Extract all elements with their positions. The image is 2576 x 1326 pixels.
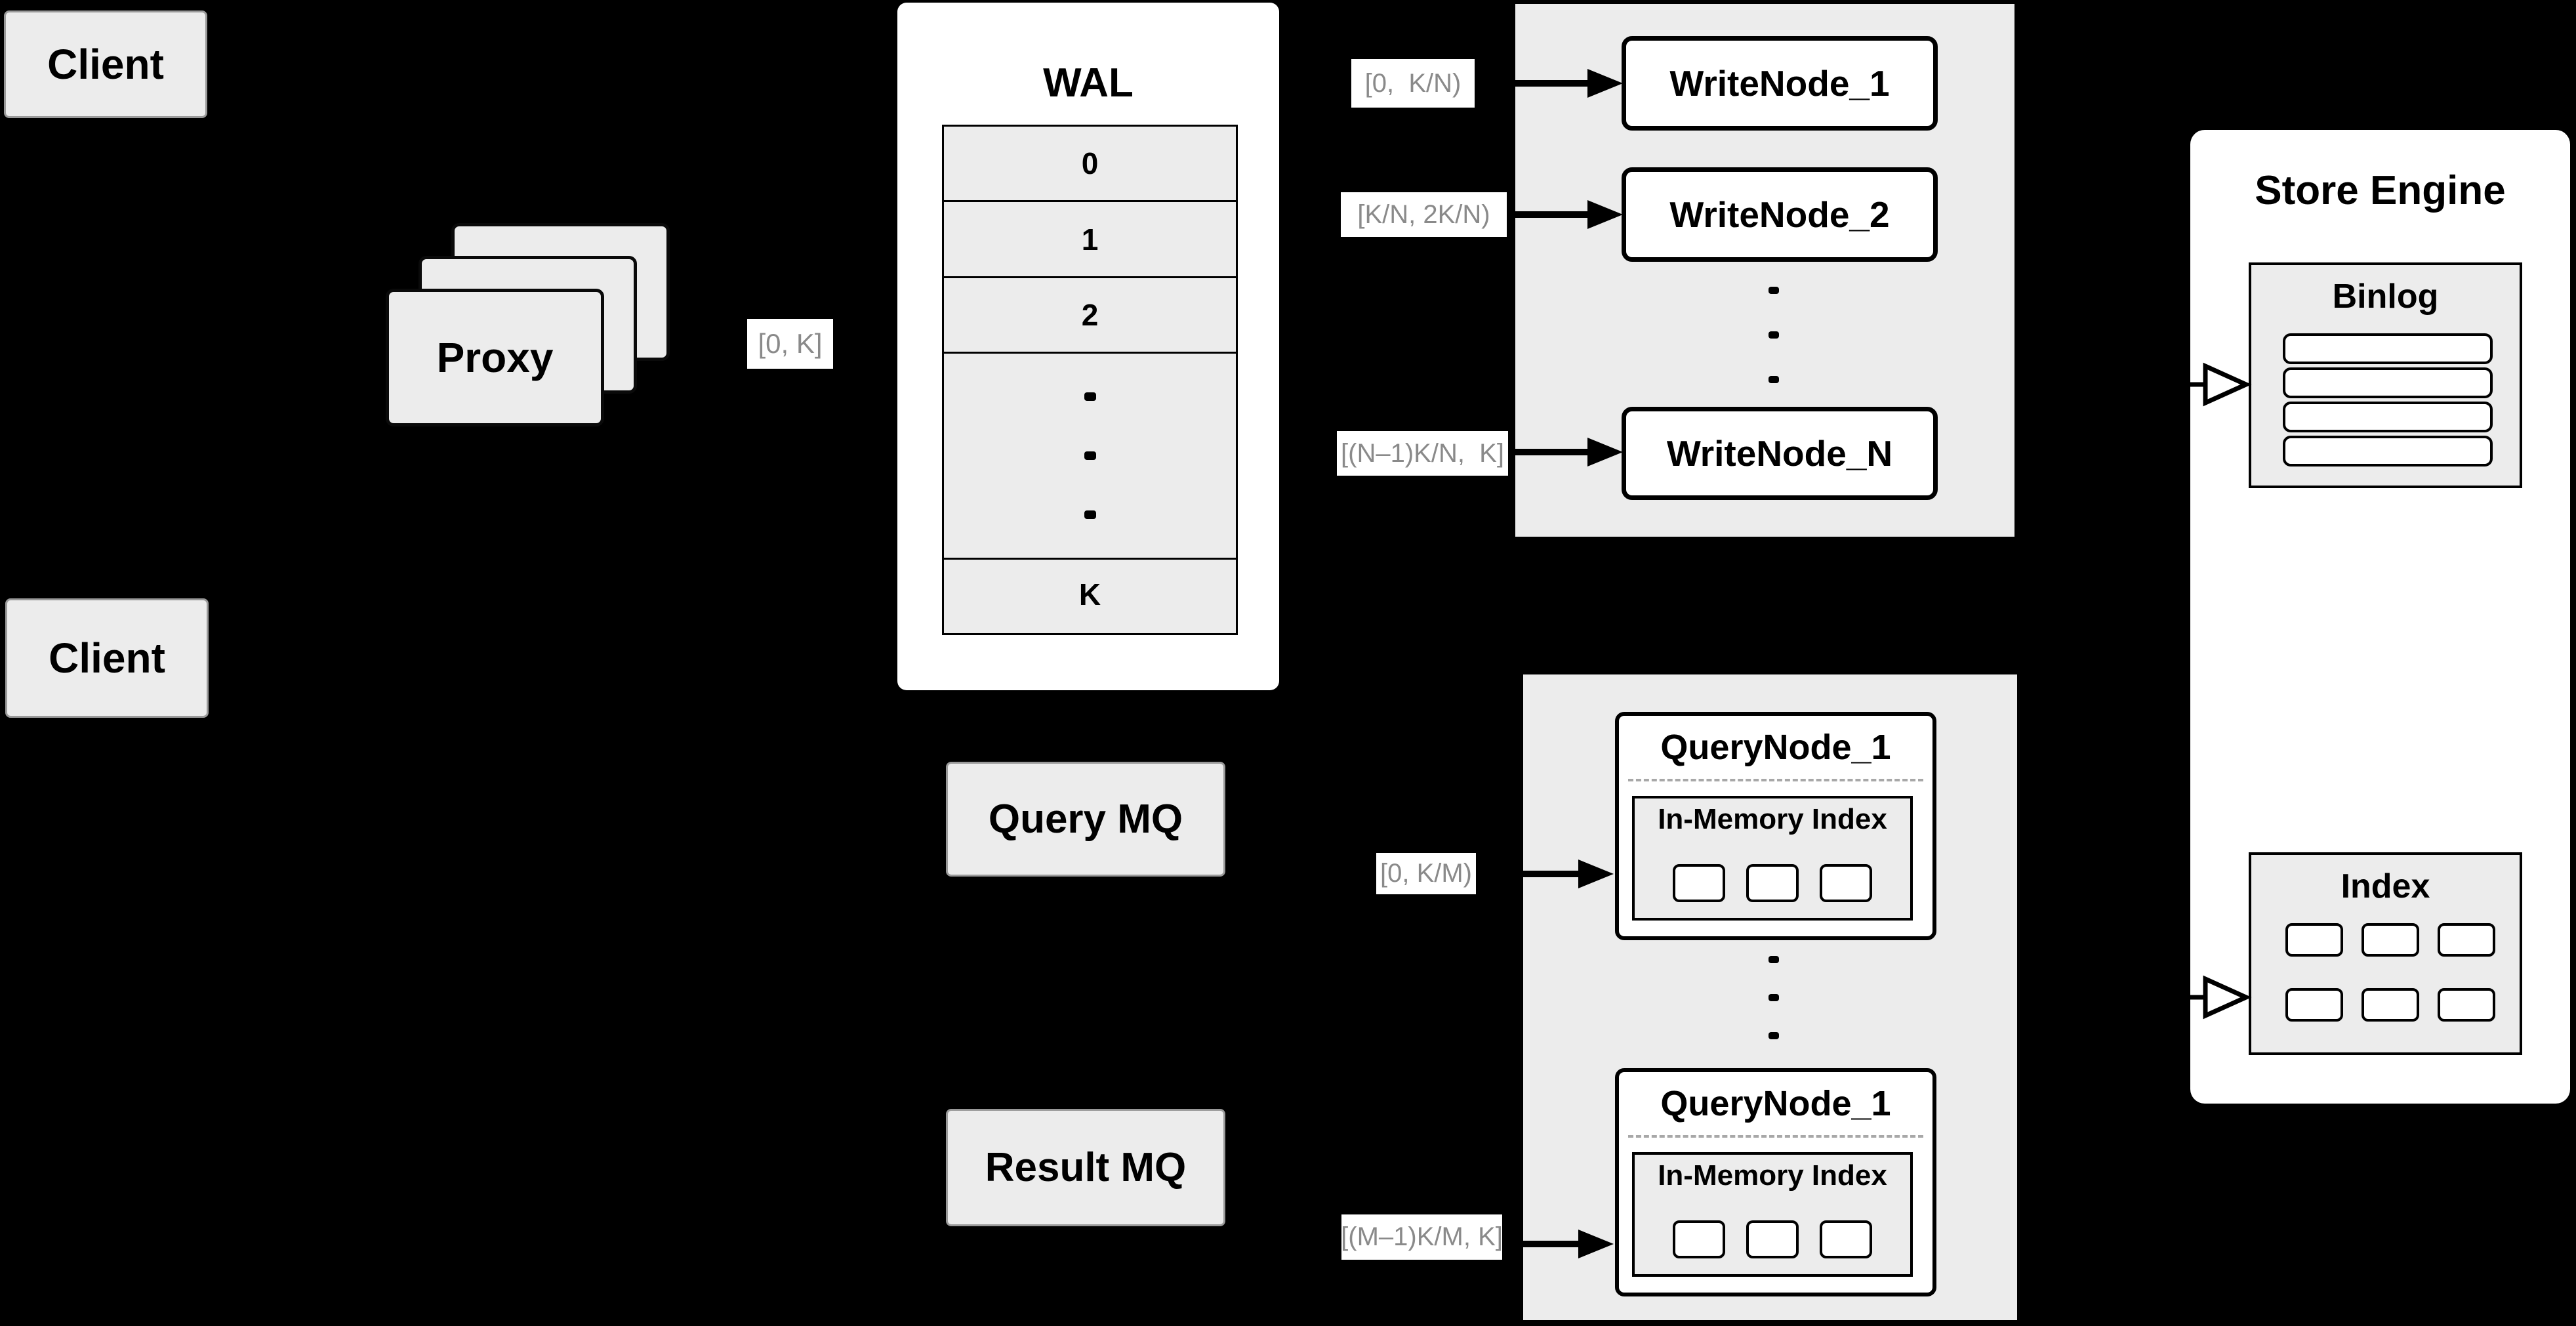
write-range-text-1: [0, K/N) xyxy=(1364,68,1462,98)
proxy-range-label: [0, K] xyxy=(747,319,833,369)
index-slot xyxy=(2285,988,2343,1022)
wal-table: 0 1 2 K xyxy=(942,125,1238,635)
query-node-2: QueryNode_1 In-Memory Index xyxy=(1615,1068,1936,1296)
wal-panel: WAL 0 1 2 K xyxy=(897,3,1279,690)
write-node-n-label: WriteNode_N xyxy=(1666,433,1893,474)
query-node-1-memory-box: In-Memory Index xyxy=(1632,796,1913,921)
result-mq-label: Result MQ xyxy=(985,1145,1187,1190)
wal-title: WAL xyxy=(1043,60,1134,106)
query-node-1-title: QueryNode_1 xyxy=(1660,728,1891,767)
client-top-label: Client xyxy=(47,41,164,88)
write-range-text-2: [K/N, 2K/N) xyxy=(1357,199,1490,229)
query-node-ellipsis-icon xyxy=(1768,956,1779,1039)
wal-row-1-label: 1 xyxy=(1081,222,1099,257)
index-slot xyxy=(2361,988,2419,1022)
query-range-text-m: [(M–1)K/M, K] xyxy=(1341,1222,1503,1251)
wal-row-k: K xyxy=(944,558,1236,629)
wal-row-0: 0 xyxy=(944,127,1236,200)
wal-row-k-label: K xyxy=(1078,577,1101,611)
wal-row-2: 2 xyxy=(944,276,1236,352)
proxy-range-text: [0, K] xyxy=(758,328,823,359)
segment-slot xyxy=(1673,1220,1725,1258)
client-bottom-label: Client xyxy=(49,634,165,682)
query-node-2-memory-box: In-Memory Index xyxy=(1632,1152,1913,1277)
segment-slot xyxy=(1746,1220,1799,1258)
segment-slot xyxy=(1673,864,1725,902)
index-slot xyxy=(2285,923,2343,957)
write-node-n: WriteNode_N xyxy=(1622,407,1938,500)
arrow-to-write-node-n xyxy=(1509,438,1623,466)
arrow-to-query-node-1 xyxy=(1477,860,1614,888)
query-node-1-divider xyxy=(1628,779,1923,781)
index-box: Index xyxy=(2249,852,2522,1055)
wal-row-1: 1 xyxy=(944,200,1236,276)
query-mq-label: Query MQ xyxy=(988,797,1183,842)
segment-slot xyxy=(1820,864,1872,902)
binlog-row xyxy=(2283,367,2493,398)
binlog-title: Binlog xyxy=(2332,278,2439,316)
write-node-1-label: WriteNode_1 xyxy=(1669,63,1890,104)
segment-slot xyxy=(1746,864,1799,902)
query-node-2-title: QueryNode_1 xyxy=(1660,1084,1891,1123)
query-range-text-1: [0, K/M) xyxy=(1380,859,1473,888)
binlog-row xyxy=(2283,402,2493,432)
client-bottom-node: Client xyxy=(5,598,209,718)
binlog-box: Binlog xyxy=(2249,262,2522,488)
arrow-to-index xyxy=(2129,975,2252,1020)
binlog-row xyxy=(2283,333,2493,364)
proxy-node: Proxy xyxy=(386,289,604,426)
write-node-1: WriteNode_1 xyxy=(1622,36,1938,131)
store-engine-title: Store Engine xyxy=(2255,167,2506,213)
query-node-1-segments xyxy=(1635,864,1910,902)
proxy-label: Proxy xyxy=(436,334,554,381)
arrow-to-write-node-2 xyxy=(1508,200,1623,229)
write-range-text-n: [(N–1)K/N, K] xyxy=(1341,438,1504,468)
result-mq-node: Result MQ xyxy=(946,1109,1225,1226)
wal-row-0-label: 0 xyxy=(1081,146,1099,180)
write-node-2-label: WriteNode_2 xyxy=(1669,194,1890,235)
write-node-ellipsis-icon xyxy=(1768,287,1779,383)
segment-slot xyxy=(1820,1220,1872,1258)
query-node-2-divider xyxy=(1628,1135,1923,1138)
index-slot xyxy=(2438,988,2495,1022)
wal-ellipsis-icon xyxy=(1084,392,1096,519)
write-range-label-2: [K/N, 2K/N) xyxy=(1341,192,1507,237)
index-slot xyxy=(2361,923,2419,957)
query-node-2-memory-title: In-Memory Index xyxy=(1658,1159,1887,1191)
store-engine-panel: Store Engine Binlog Index xyxy=(2190,130,2570,1104)
query-node-2-segments xyxy=(1635,1220,1910,1258)
binlog-row xyxy=(2283,436,2493,466)
arrow-to-query-node-2 xyxy=(1503,1230,1614,1258)
query-node-1: QueryNode_1 In-Memory Index xyxy=(1615,712,1936,940)
client-top-node: Client xyxy=(4,10,207,118)
wal-row-ellipsis xyxy=(944,352,1236,558)
arrow-to-write-node-1 xyxy=(1476,69,1623,98)
write-range-label-n: [(N–1)K/N, K] xyxy=(1337,431,1508,476)
query-range-label-1: [0, K/M) xyxy=(1376,853,1476,894)
query-mq-node: Query MQ xyxy=(946,762,1225,877)
index-title: Index xyxy=(2341,867,2430,905)
wal-row-2-label: 2 xyxy=(1081,298,1099,332)
write-range-label-1: [0, K/N) xyxy=(1351,59,1475,108)
write-node-2: WriteNode_2 xyxy=(1622,167,1938,262)
arrow-to-binlog xyxy=(2129,362,2252,407)
query-node-1-memory-title: In-Memory Index xyxy=(1658,803,1887,835)
index-slot xyxy=(2438,923,2495,957)
query-range-label-m: [(M–1)K/M, K] xyxy=(1341,1214,1503,1260)
